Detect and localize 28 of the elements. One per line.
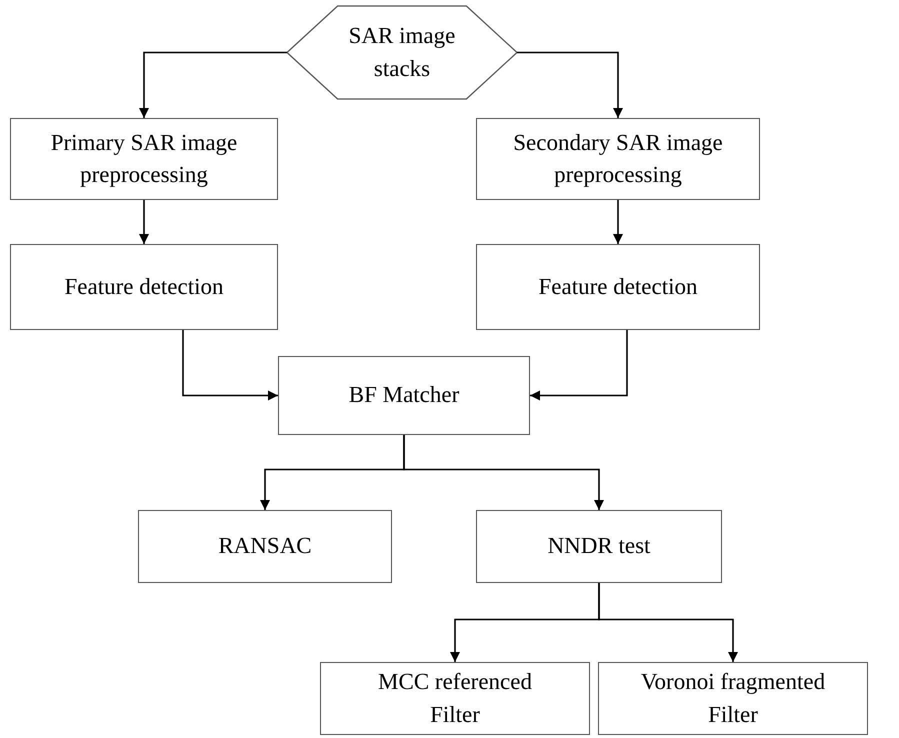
arrow bbox=[139, 200, 149, 244]
node-label: Feature detection bbox=[538, 272, 698, 301]
node-label: Feature detection bbox=[64, 272, 224, 301]
arrow bbox=[598, 583, 738, 662]
node-label: Secondary SAR image preprocessing bbox=[512, 128, 724, 189]
node-label: RANSAC bbox=[218, 532, 312, 560]
node-label: BF Matcher bbox=[348, 381, 460, 410]
arrow bbox=[403, 435, 604, 510]
process-box bbox=[598, 662, 868, 735]
arrow bbox=[139, 52, 287, 118]
process-box bbox=[320, 662, 590, 735]
process-box bbox=[138, 510, 392, 583]
process-box bbox=[10, 244, 278, 330]
process-box bbox=[476, 510, 722, 583]
arrow bbox=[182, 330, 278, 400]
node-label: MCC referenced Filter bbox=[377, 668, 533, 728]
arrow bbox=[613, 200, 623, 244]
arrow bbox=[530, 330, 628, 400]
process-box bbox=[278, 356, 530, 435]
node-label: SAR image stacks bbox=[348, 22, 456, 82]
process-box bbox=[10, 118, 278, 200]
process-box bbox=[476, 244, 760, 330]
process-box bbox=[476, 118, 760, 200]
arrow bbox=[517, 52, 623, 118]
node-label: Primary SAR image preprocessing bbox=[50, 128, 238, 189]
hexagon-node bbox=[287, 5, 517, 100]
node-label: Voronoi fragmented Filter bbox=[640, 668, 826, 728]
node-label: NNDR test bbox=[548, 532, 650, 560]
